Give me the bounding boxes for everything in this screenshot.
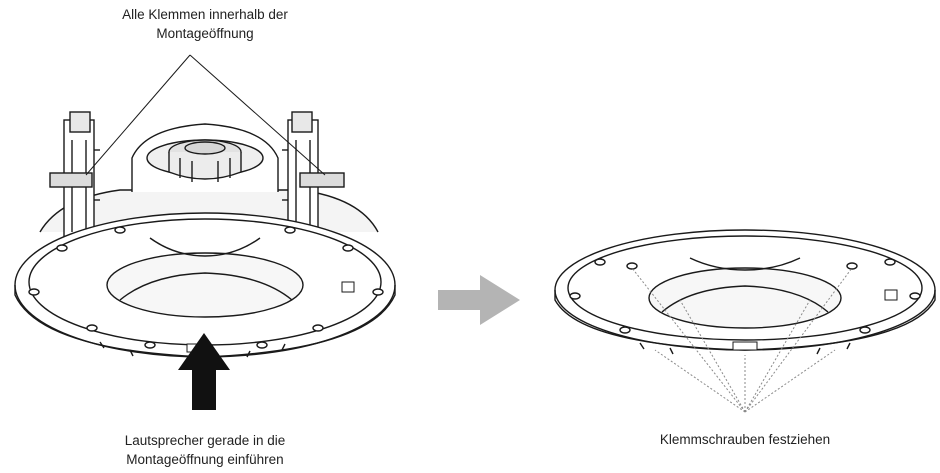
- clamps-caption-line-2: Montageöffnung: [156, 26, 254, 41]
- clamp-left: [49, 111, 100, 239]
- insert-caption-line-2: Montageöffnung einführen: [126, 452, 284, 467]
- insert-caption-line-1: Lautsprecher gerade in die: [124, 433, 286, 448]
- clamps-caption-line-1: Alle Klemmen innerhalb der: [122, 7, 288, 22]
- tighten-caption: Klemmschrauben festziehen: [580, 430, 910, 449]
- screw-holes-left: [28, 226, 384, 349]
- flange-left: [14, 212, 396, 358]
- tighten-caption-line: Klemmschrauben festziehen: [659, 432, 831, 447]
- clamps-caption: Alle Klemmen innerhalb der Montageöffnun…: [60, 5, 350, 43]
- clamp-leader-lines: [85, 54, 326, 176]
- flange-right: [554, 229, 936, 355]
- clamp-right: [282, 111, 345, 239]
- insert-arrow: [178, 333, 230, 410]
- speaker-unit-left: [14, 111, 396, 358]
- speaker-unit-right: [554, 229, 936, 355]
- insert-caption: Lautsprecher gerade in die Montageöffnun…: [60, 431, 350, 469]
- speaker-driver: [131, 123, 279, 192]
- screw-holes-right: [569, 258, 921, 334]
- transition-arrow: [438, 275, 520, 325]
- screw-leader-lines: [631, 267, 853, 413]
